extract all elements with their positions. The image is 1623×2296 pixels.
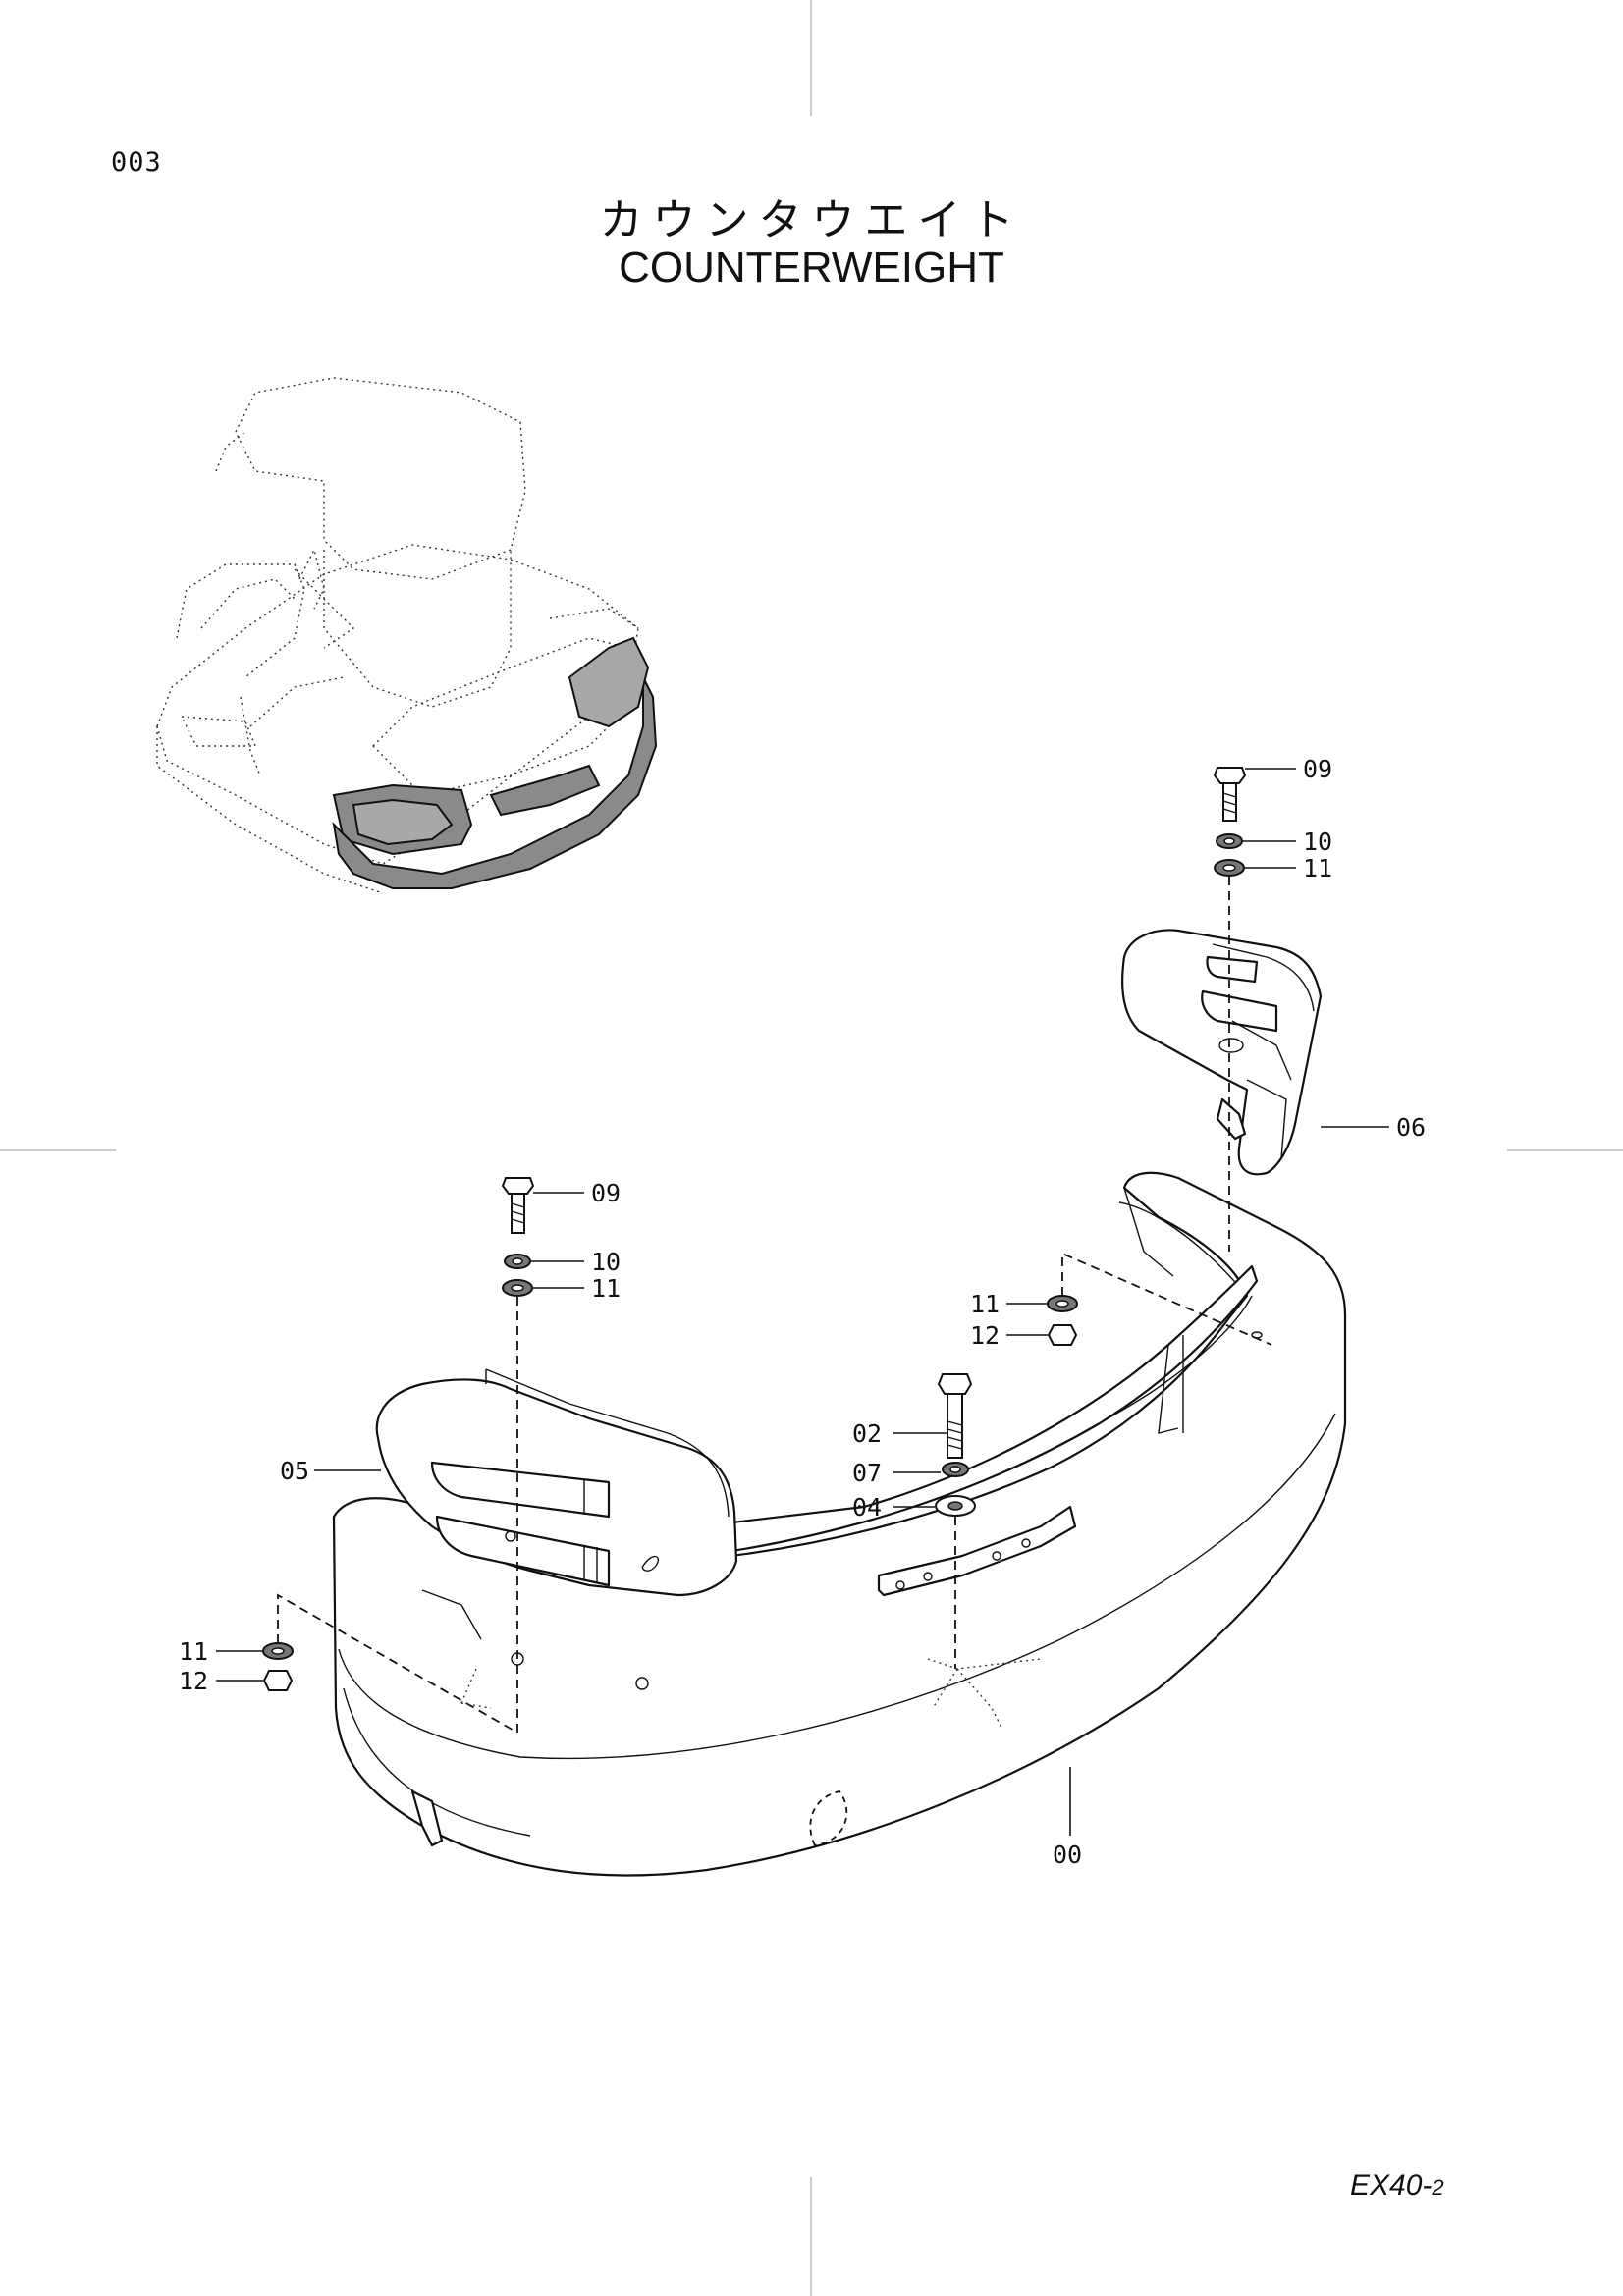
callout-10-right: 10 (1303, 828, 1332, 856)
callout-10-left: 10 (591, 1248, 621, 1276)
title-japanese: カウンタウエイト (599, 195, 1024, 245)
hardware-stack-mid (1047, 1252, 1272, 1346)
machine-overview-illustration (156, 377, 658, 894)
side-weight-right-06 (1121, 929, 1323, 1176)
callout-12-mid: 12 (970, 1321, 1000, 1350)
callout-labels: 09 10 11 06 09 10 11 11 12 02 07 04 05 1… (179, 755, 1426, 1869)
callout-06: 06 (1396, 1113, 1426, 1142)
counterweight-body-00 (332, 1171, 1347, 1877)
leader-lines (216, 768, 1389, 1836)
model-code-main: EX40- (1350, 2169, 1433, 2202)
callout-11-left: 11 (591, 1274, 621, 1303)
callout-04: 04 (852, 1493, 882, 1522)
callout-09-left: 09 (591, 1179, 621, 1207)
hardware-stack-bottom-left (262, 1593, 518, 1734)
callout-02: 02 (852, 1419, 882, 1448)
callout-12-bottom-left: 12 (179, 1667, 208, 1695)
callout-09-right: 09 (1303, 755, 1332, 783)
callout-00: 00 (1053, 1841, 1082, 1869)
callout-11-mid: 11 (970, 1290, 1000, 1318)
model-code-suffix: 2 (1432, 2175, 1444, 2200)
model-code: EX40-2 (1350, 2169, 1444, 2203)
side-weight-left-05 (375, 1368, 738, 1597)
projection-lines (460, 1658, 1042, 1729)
page-number: 003 (111, 147, 162, 178)
hardware-stack-right (1213, 767, 1247, 1252)
callout-07: 07 (852, 1459, 882, 1487)
title-english: COUNTERWEIGHT (619, 243, 1004, 292)
callout-11-bottom-left: 11 (179, 1637, 208, 1666)
hardware-stack-left (501, 1177, 535, 1733)
callout-11-right: 11 (1303, 854, 1332, 882)
callout-05: 05 (280, 1457, 309, 1485)
hardware-stack-center (935, 1373, 976, 1669)
